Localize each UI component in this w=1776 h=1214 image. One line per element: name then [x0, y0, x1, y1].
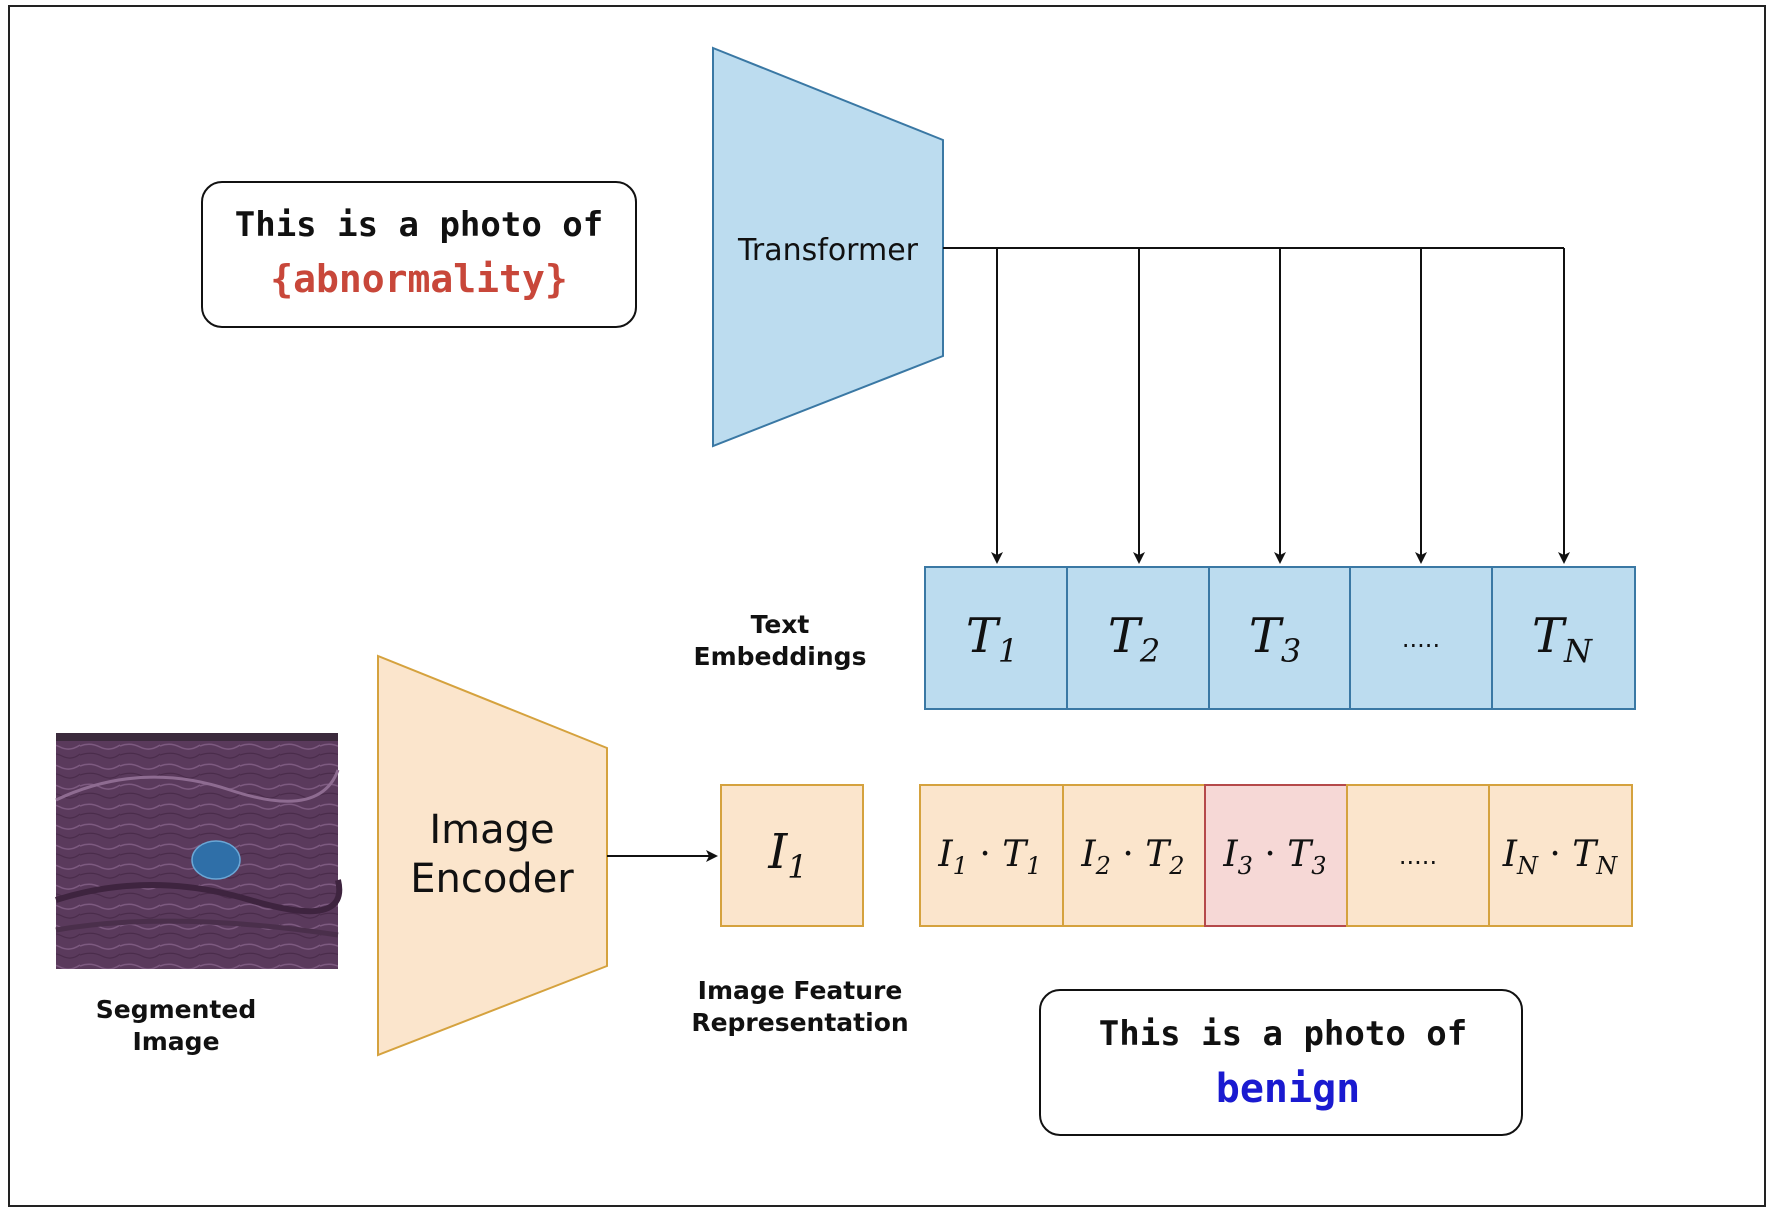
prompt-top-line2: {abnormality}	[270, 257, 567, 301]
svg-text:.....: .....	[1402, 625, 1440, 653]
similarity-cell: I1 · T1	[919, 784, 1064, 927]
text-embedding-cell: T1	[924, 566, 1068, 710]
similarity-cell-ellipsis: .....	[1346, 784, 1490, 927]
svg-text:Text: Text	[751, 610, 810, 639]
svg-text:I2 · T2: I2 · T2	[1080, 834, 1184, 880]
svg-text:.....: .....	[1399, 842, 1437, 870]
image-encoder-label-line2: Encoder	[410, 856, 574, 902]
text-embedding-row: T1 T2 T3 ..... TN	[924, 566, 1636, 710]
text-embedding-cell: TN	[1491, 566, 1636, 710]
svg-text:T3: T3	[1249, 608, 1301, 670]
svg-text:TN: TN	[1532, 608, 1593, 670]
text-embedding-cell-ellipsis: .....	[1349, 566, 1493, 710]
svg-text:I1: I1	[767, 824, 807, 886]
similarity-cell: IN · TN	[1488, 784, 1633, 927]
similarity-cell-highlighted: I3 · T3	[1204, 784, 1348, 927]
prompt-result-line1: This is a photo of	[1099, 1014, 1467, 1054]
svg-text:Embeddings: Embeddings	[694, 642, 867, 671]
prompt-result-line2: benign	[1216, 1066, 1361, 1112]
svg-text:Image Feature: Image Feature	[698, 976, 903, 1005]
image-feature-caption: Image Feature Representation	[691, 976, 908, 1037]
text-embedding-cell: T2	[1066, 566, 1210, 710]
prompt-top-box: This is a photo of {abnormality}	[201, 181, 637, 328]
segmented-image	[55, 733, 343, 969]
lesion-segmentation-mask	[191, 840, 241, 880]
transformer-connectors	[943, 247, 1570, 564]
svg-text:T1: T1	[966, 608, 1018, 670]
svg-text:Image: Image	[132, 1027, 219, 1056]
similarity-cell: I2 · T2	[1062, 784, 1206, 927]
image-encoder: Image Encoder	[377, 654, 608, 1057]
text-embedding-cell: T3	[1208, 566, 1351, 710]
segmented-image-caption: Segmented Image	[96, 995, 256, 1056]
prompt-result-box: This is a photo of benign	[1039, 989, 1523, 1136]
svg-text:I3 · T3: I3 · T3	[1222, 834, 1326, 880]
text-embeddings-label: Text Embeddings	[694, 610, 867, 671]
similarity-row: I1 · T1 I2 · T2 I3 · T3 ..... IN · TN	[919, 784, 1633, 927]
prompt-top-line1: This is a photo of	[235, 205, 603, 245]
svg-text:Segmented: Segmented	[96, 995, 256, 1024]
svg-text:Representation: Representation	[691, 1008, 908, 1037]
transformer-encoder: Transformer	[712, 46, 944, 448]
svg-text:IN · TN: IN · TN	[1502, 834, 1619, 880]
image-encoder-label-line1: Image	[429, 807, 554, 853]
svg-text:I1 · T1: I1 · T1	[937, 834, 1041, 880]
transformer-label: Transformer	[737, 233, 919, 268]
svg-text:T2: T2	[1108, 608, 1160, 670]
image-feature-box: I1	[720, 784, 864, 927]
